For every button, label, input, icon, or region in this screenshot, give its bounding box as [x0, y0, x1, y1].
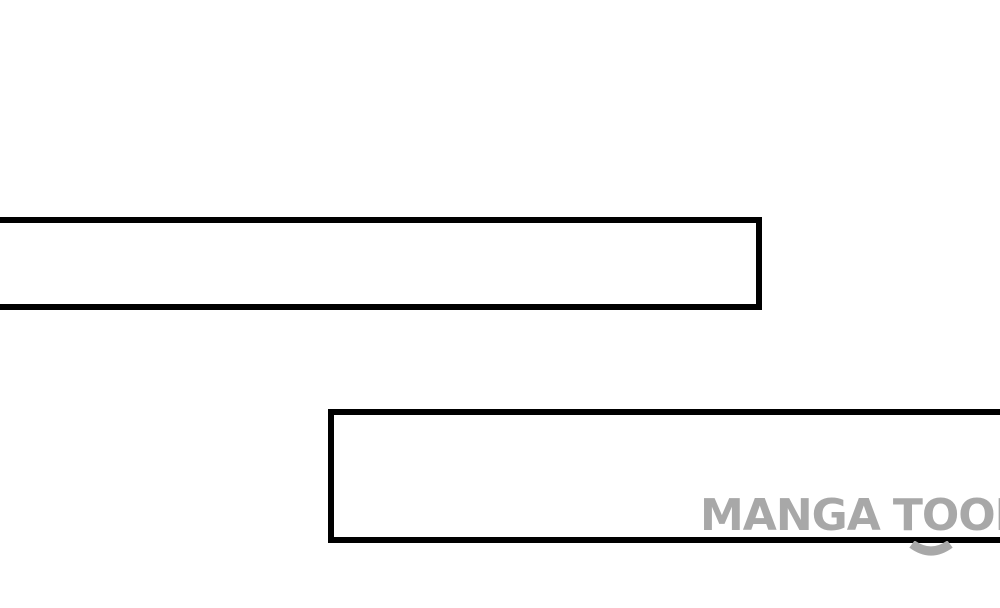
speech-box-bottom [328, 409, 1000, 543]
speech-box-top [0, 217, 762, 310]
watermark-text-toon: TOON [892, 490, 1000, 541]
watermark-text-manga: MANGA [700, 490, 881, 541]
speech-box-top-text [0, 223, 756, 239]
smile-icon [909, 541, 953, 556]
speech-box-bottom-text [334, 415, 1000, 431]
mangatoon-watermark: MANGATOON [700, 494, 1000, 538]
